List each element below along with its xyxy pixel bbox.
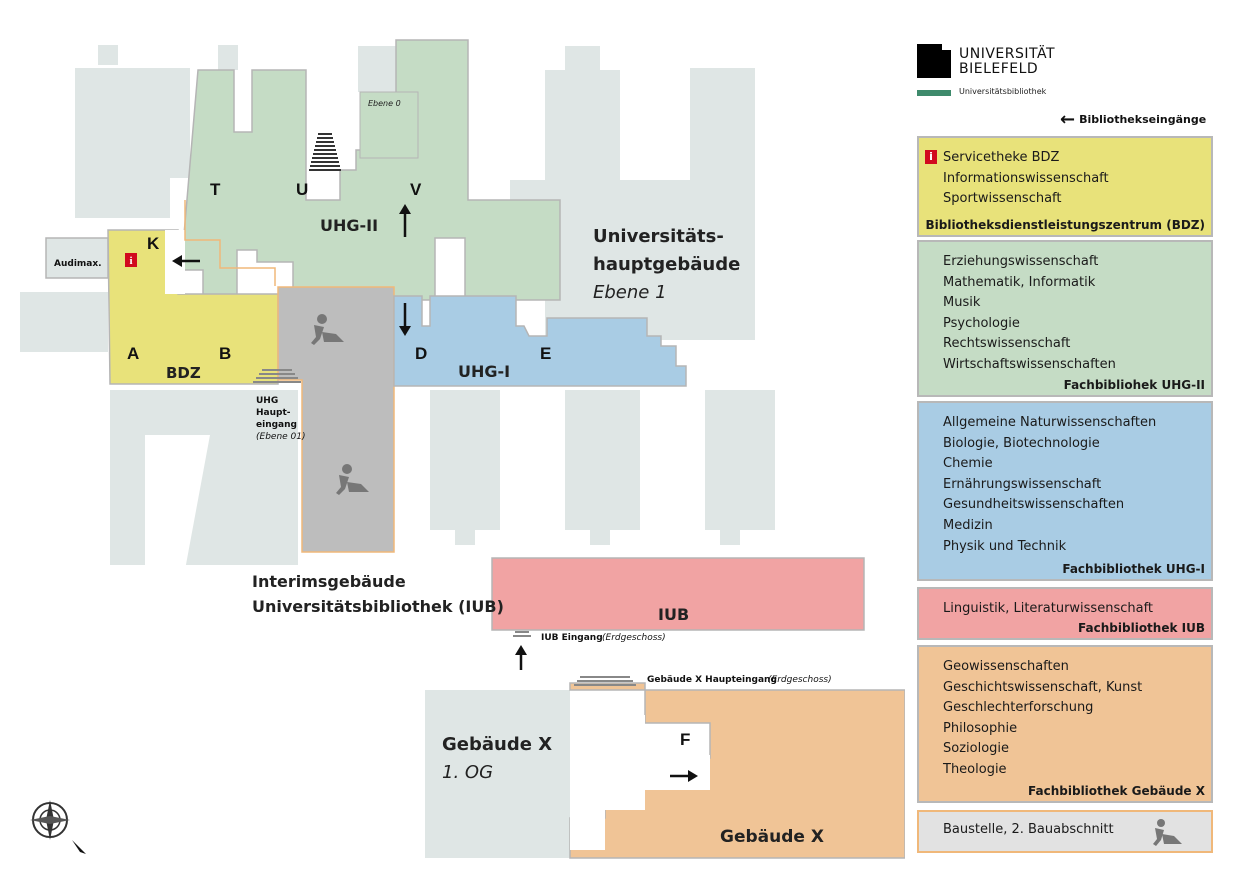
label-v: V: [410, 180, 422, 199]
label-uhg1: UHG-I: [458, 362, 510, 381]
label-interim-2: Universitätsbibliothek (IUB): [252, 597, 504, 616]
legend-item: Chemie: [943, 456, 993, 472]
legend-item: Gesundheitswissenschaften: [943, 497, 1125, 513]
logo-subtitle: Universitätsbibliothek: [959, 87, 1047, 96]
label-gx-entr-floor: (Erdgeschoss): [768, 675, 832, 685]
legend-bdz: i Servicetheke BDZ Informationswissensch…: [917, 136, 1213, 237]
entrances-legend: ← Bibliothekseingänge: [1060, 108, 1207, 130]
label-f: F: [680, 730, 690, 749]
legend-item: Geowissenschaften: [943, 659, 1069, 674]
legend-item: Wirtschaftswissenschaften: [943, 356, 1116, 372]
legend-uhg1: Allgemeine Naturwissenschaften Biologie,…: [917, 401, 1213, 581]
legend-item: Rechtswissenschaft: [943, 336, 1071, 352]
legend-item: Linguistik, Literaturwissenschaft: [943, 601, 1154, 616]
legend-item: Theologie: [943, 761, 1007, 777]
label-uhg-entr-floor: (Ebene 01): [256, 432, 306, 442]
legend-title: Bibliotheksdienstleistungszentrum (BDZ): [925, 218, 1205, 232]
legend-item: Mathematik, Informatik: [943, 274, 1096, 290]
label-iub: IUB: [658, 605, 689, 624]
svg-text:i: i: [129, 255, 132, 267]
label-uni-main-1: Universitäts-: [593, 226, 724, 247]
legend-uhg2: Erziehungswissenschaft Mathematik, Infor…: [917, 240, 1213, 397]
label-k: K: [147, 234, 160, 253]
uhg2-ebene0: [359, 91, 419, 159]
compass-icon: [30, 800, 86, 854]
entrance-stairs: [253, 369, 636, 686]
label-d: D: [415, 344, 427, 363]
construction-worker-icon: [311, 314, 369, 495]
legend-item: Sportwissenschaft: [943, 191, 1062, 207]
legend-gebaeude-x: Geowissenschaften Geschichtswissenschaft…: [917, 645, 1213, 803]
entrance-arrow-icon: [172, 204, 698, 782]
logo-name: UNIVERSITÄT BIELEFELD: [959, 46, 1056, 77]
label-e: E: [540, 344, 551, 363]
legend-item: Psychologie: [943, 315, 1020, 331]
label-gx-title: Gebäude X: [442, 734, 552, 755]
legend-construction: Baustelle, 2. Bauabschnitt: [917, 810, 1213, 853]
construction-worker-icon: [1153, 819, 1182, 846]
label-u: U: [296, 180, 308, 199]
label-b: B: [219, 344, 231, 363]
building-iub: [491, 557, 865, 631]
label-uhg2: UHG-II: [320, 216, 378, 235]
university-buildings: [20, 45, 775, 565]
label-gx-floor: 1. OG: [442, 762, 493, 783]
legend-item: Soziologie: [943, 741, 1010, 757]
legend-iub: Linguistik, Literaturwissenschaft Fachbi…: [917, 587, 1213, 640]
logo-mark: [917, 44, 951, 78]
label-gx-building: Gebäude X: [720, 827, 824, 847]
label-uhg-entr-2: Haupt-: [256, 408, 291, 418]
entrances-legend-label: Bibliothekseingänge: [1079, 113, 1207, 126]
legend-title: Fachbibliohek UHG-II: [1063, 378, 1205, 392]
label-interim-1: Interimsgebäude: [252, 572, 406, 591]
library-map: i T U V K A B D E: [20, 39, 905, 859]
arrow-left-icon: ←: [1060, 108, 1076, 130]
building-uhg1: [393, 295, 687, 387]
legend-item: Allgemeine Naturwissenschaften: [943, 415, 1157, 430]
legend-title: Fachbibliothek Gebäude X: [1028, 784, 1205, 798]
label-ebene0: Ebene 0: [368, 99, 401, 108]
construction-label: Baustelle, 2. Bauabschnitt: [943, 822, 1114, 837]
legend-item: Servicetheke BDZ: [943, 150, 1060, 165]
legend-item: Geschlechterforschung: [943, 700, 1094, 716]
audimax: [45, 237, 109, 279]
label-audimax: Audimax.: [54, 259, 102, 269]
legend-item: Erziehungswissenschaft: [943, 254, 1099, 269]
label-a: A: [127, 344, 139, 363]
label-t: T: [210, 180, 221, 199]
legend-item: Philosophie: [943, 720, 1018, 736]
legend-item: Physik und Technik: [943, 538, 1067, 554]
label-uni-main-floor: Ebene 1: [593, 282, 667, 303]
label-bdz: BDZ: [166, 364, 201, 382]
legend-item: Medizin: [943, 517, 993, 533]
label-gx-entr: Gebäude X Haupteingang: [647, 675, 777, 685]
building-uhg2: [180, 39, 561, 301]
legend-item: Biologie, Biotechnologie: [943, 435, 1100, 451]
label-iub-entr-floor: (Erdgeschoss): [602, 633, 666, 643]
info-icon: [125, 253, 137, 267]
label-uhg-entr-3: eingang: [256, 420, 297, 430]
legend-item: Musik: [943, 295, 981, 311]
legend-item: Ernährungswissenschaft: [943, 476, 1102, 492]
legend-title: Fachbibliothek UHG-I: [1062, 562, 1205, 576]
legend-title: Fachbibliothek IUB: [1078, 621, 1205, 635]
label-uni-main-2: hauptgebäude: [593, 254, 740, 275]
university-logo: UNIVERSITÄT BIELEFELD Universitätsbiblio…: [917, 44, 1217, 104]
label-uhg-entr-1: UHG: [256, 396, 278, 406]
gebaeude-x-courtyard: [570, 715, 710, 850]
logo-bar: [917, 90, 951, 96]
walkway-outline: [184, 200, 276, 286]
construction-area: [277, 286, 395, 553]
legend-item: Informationswissenschaft: [943, 170, 1109, 186]
courtyard: [145, 435, 210, 570]
label-iub-entr: IUB Eingang: [541, 633, 603, 643]
info-icon: i: [925, 150, 937, 164]
gebaeude-x-floor1: [425, 690, 570, 858]
uhg2-stairs: [309, 133, 341, 171]
legend-item: Geschichtswissenschaft, Kunst: [943, 679, 1143, 695]
